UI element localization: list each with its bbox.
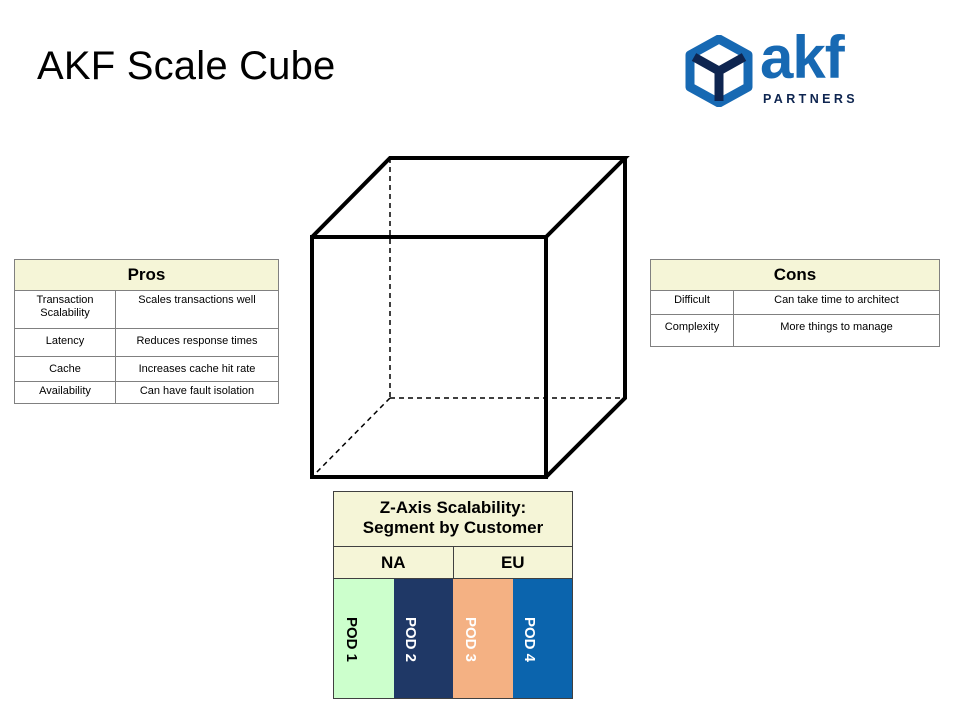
pros-aspect: Transaction Scalability: [14, 290, 116, 329]
cube-back-edges: [310, 156, 630, 239]
pod-2: POD 2: [393, 579, 453, 698]
cube-front-face: [310, 235, 548, 479]
table-row: Transaction Scalability Scales transacti…: [14, 290, 279, 329]
pros-aspect: Availability: [14, 381, 116, 404]
pod-3: POD 3: [453, 579, 513, 698]
table-row: Cache Increases cache hit rate: [14, 356, 279, 382]
pod-2-label: POD 2: [402, 617, 420, 663]
pod-4-label: POD 4: [521, 617, 539, 663]
table-row: Complexity More things to manage: [650, 314, 940, 347]
cons-aspect: Difficult: [650, 290, 734, 315]
pod-3-label: POD 3: [461, 617, 479, 663]
pros-detail: Increases cache hit rate: [115, 356, 279, 382]
cube-side-edges: [544, 158, 627, 479]
pod-row: POD 1 POD 2 POD 3 POD 4: [334, 579, 572, 698]
pod-4: POD 4: [512, 579, 572, 698]
region-eu: EU: [452, 547, 573, 578]
z-axis-heading-line1: Z-Axis Scalability:: [379, 498, 527, 517]
pros-detail: Scales transactions well: [115, 290, 279, 329]
cons-header: Cons: [650, 259, 940, 291]
logo-wordmark: akf: [760, 24, 845, 91]
table-row: Availability Can have fault isolation: [14, 381, 279, 404]
table-row: Difficult Can take time to architect: [650, 290, 940, 315]
z-axis-heading-line2: Segment by Customer: [362, 518, 544, 537]
cons-aspect: Complexity: [650, 314, 734, 347]
cons-detail: More things to manage: [733, 314, 940, 347]
table-row: Latency Reduces response times: [14, 328, 279, 357]
pros-detail: Reduces response times: [115, 328, 279, 357]
z-axis-segmentation-box: Z-Axis Scalability: Segment by Customer …: [333, 491, 573, 699]
pros-aspect: Latency: [14, 328, 116, 357]
pod-1: POD 1: [334, 579, 394, 698]
page-title: AKF Scale Cube: [37, 44, 336, 88]
pros-table: Pros Transaction Scalability Scales tran…: [14, 259, 279, 404]
hexagon-cube-icon: [685, 35, 753, 107]
region-na: NA: [380, 553, 406, 572]
pros-header: Pros: [14, 259, 279, 291]
pros-detail: Can have fault isolation: [115, 381, 279, 404]
cons-table: Cons Difficult Can take time to architec…: [650, 259, 940, 347]
pod-1-label: POD 1: [342, 617, 360, 663]
cons-detail: Can take time to architect: [733, 290, 940, 315]
akf-partners-logo: akf PARTNERS: [684, 24, 864, 107]
z-axis-heading: Z-Axis Scalability: Segment by Customer: [334, 492, 572, 547]
region-row: NA EU: [334, 547, 572, 579]
logo-subtitle: PARTNERS: [763, 92, 859, 106]
pros-aspect: Cache: [14, 356, 116, 382]
cube-hidden-edge: [311, 397, 391, 478]
